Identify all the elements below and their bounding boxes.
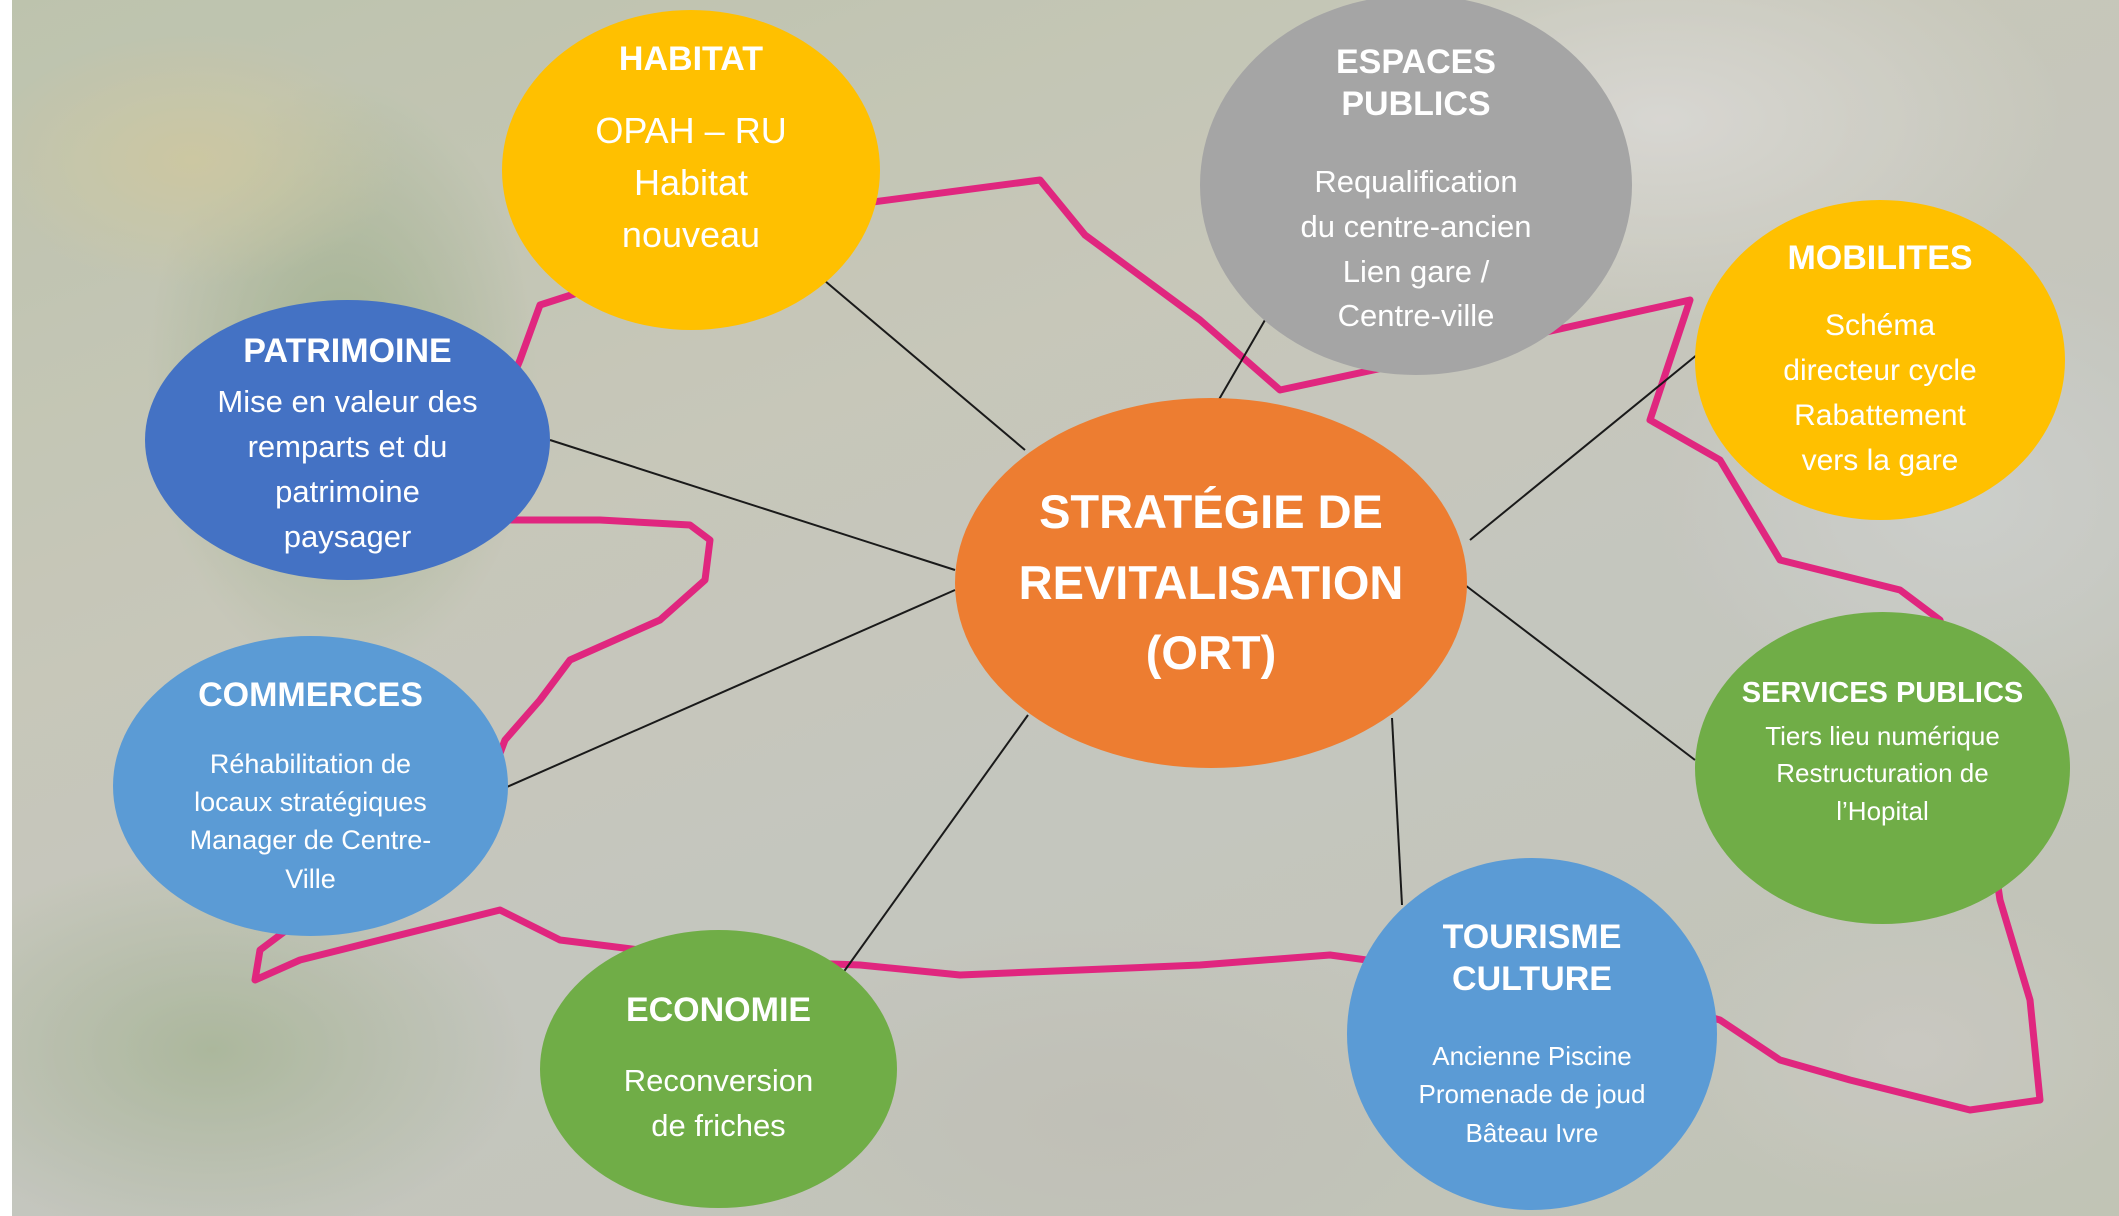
patrimoine-title: PATRIMOINE bbox=[243, 331, 452, 370]
connector-habitat bbox=[824, 280, 1026, 451]
patrimoine-node: PATRIMOINE Mise en valeur des remparts e… bbox=[145, 300, 550, 580]
ort-perimeter-outline bbox=[251, 176, 2044, 1114]
espaces-publics-body: Requalification du centre-ancien Lien ga… bbox=[1300, 163, 1532, 334]
economie-node: ECONOMIE Reconversion de friches bbox=[540, 930, 897, 1208]
mobilites-body: Schéma directeur cycle Rabattement vers … bbox=[1783, 309, 1977, 478]
espaces-publics-node: ESPACES PUBLICS Requalification du centr… bbox=[1200, 0, 1632, 375]
connector-tourisme-culture bbox=[1391, 717, 1403, 906]
commerces-node: COMMERCES Réhabilitation de locaux strat… bbox=[113, 636, 508, 936]
connector-patrimoine bbox=[549, 439, 956, 571]
connector-economie bbox=[839, 714, 1029, 978]
connector-services-publics bbox=[1464, 584, 1696, 761]
services-publics-body: Tiers lieu numérique Restructuration de … bbox=[1765, 720, 2000, 826]
mobilites-node: MOBILITES Schéma directeur cycle Rabatte… bbox=[1695, 200, 2065, 520]
habitat-node: HABITAT OPAH – RU Habitat nouveau bbox=[502, 10, 880, 330]
patrimoine-body: Mise en valeur des remparts et du patrim… bbox=[217, 384, 478, 555]
mobilites-title: MOBILITES bbox=[1787, 238, 1973, 277]
habitat-title: HABITAT bbox=[618, 40, 764, 79]
tourisme-culture-body: Ancienne Piscine Promenade de joud Bâtea… bbox=[1418, 1040, 1646, 1148]
center-line-3: (ORT) bbox=[1145, 626, 1277, 680]
center-line-2: REVITALISATION bbox=[1018, 555, 1404, 609]
commerces-body: Réhabilitation de locaux stratégiques Ma… bbox=[189, 748, 432, 894]
tourisme-culture-title: TOURISME CULTURE bbox=[1442, 917, 1622, 999]
commerces-title: COMMERCES bbox=[198, 676, 423, 715]
economie-title: ECONOMIE bbox=[625, 990, 812, 1029]
center-line-1: STRATÉGIE DE bbox=[1039, 485, 1383, 539]
habitat-body: OPAH – RU Habitat nouveau bbox=[595, 109, 787, 256]
connector-mobilites bbox=[1469, 353, 1699, 541]
economie-body: Reconversion de friches bbox=[623, 1063, 814, 1144]
espaces-publics-title: ESPACES PUBLICS bbox=[1336, 42, 1496, 124]
strategie-revitalisation-center: STRATÉGIE DE REVITALISATION (ORT) bbox=[955, 398, 1467, 768]
tourisme-culture-node: TOURISME CULTURE Ancienne Piscine Promen… bbox=[1347, 858, 1717, 1210]
services-publics-node: SERVICES PUBLICS Tiers lieu numérique Re… bbox=[1695, 612, 2070, 924]
services-publics-title: SERVICES PUBLICS bbox=[1741, 677, 2024, 710]
connector-commerces bbox=[499, 589, 956, 791]
